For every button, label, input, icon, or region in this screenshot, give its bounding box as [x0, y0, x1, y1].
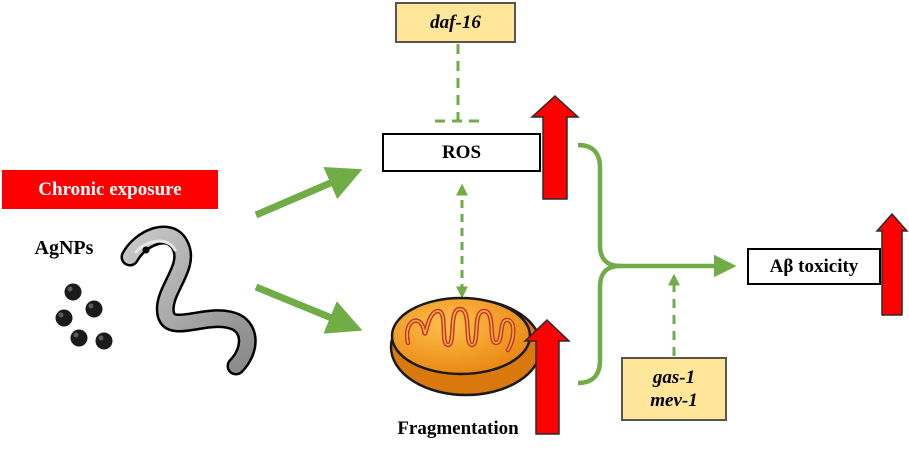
ros-increase-up-arrow-icon [530, 94, 580, 200]
arrow-to-ros [254, 166, 363, 219]
worm-icon [120, 225, 257, 376]
gas1-label: gas-1 [652, 367, 696, 388]
inhibition-daf16-ros [435, 44, 481, 123]
nanoparticle-icon [55, 283, 113, 350]
daf16-gene-box: daf-16 [395, 2, 516, 43]
gas1-mev1-gene-box: gas-1 mev-1 [621, 357, 727, 421]
arrow-to-mitochondria [254, 283, 363, 334]
abeta-toxicity-box: Aβ toxicity [747, 248, 881, 285]
fragmentation-increase-up-arrow-icon [523, 318, 571, 435]
abeta-increase-up-arrow-icon [875, 212, 909, 316]
fragmentation-label: Fragmentation [397, 418, 519, 439]
mev1-label: mev-1 [650, 390, 698, 411]
chronic-exposure-label: Chronic exposure [2, 170, 218, 209]
mitochondrion-icon [389, 296, 543, 397]
ros-box: ROS [382, 133, 541, 172]
agnps-label: AgNPs [34, 236, 94, 259]
